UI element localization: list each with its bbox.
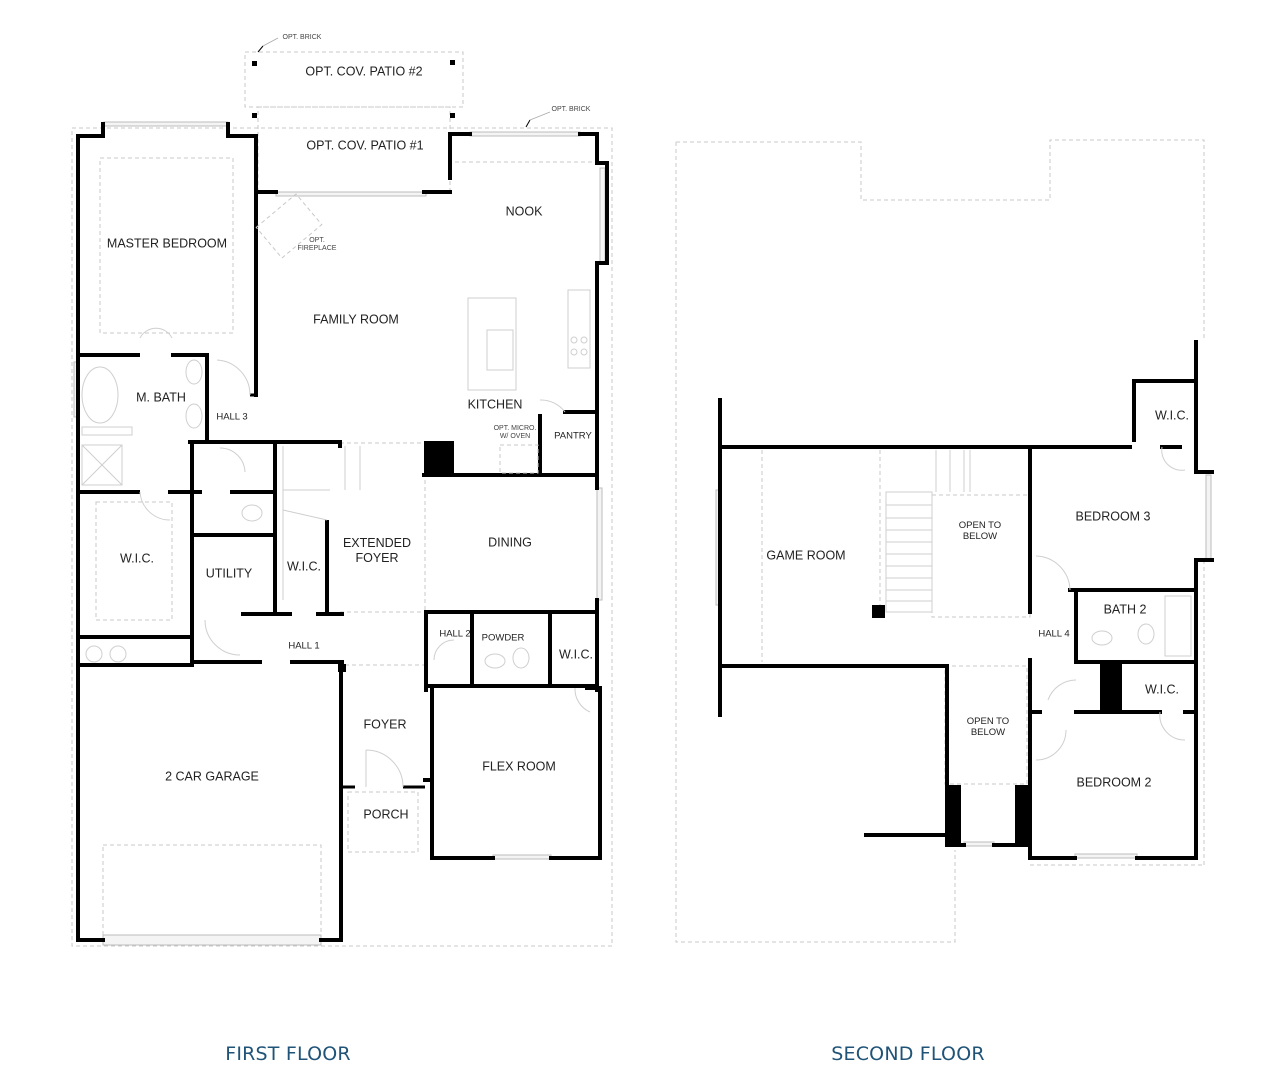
pantry-label: PANTRY bbox=[554, 430, 592, 442]
opt-cov-patio-1-label: OPT. COV. PATIO #1 bbox=[306, 138, 424, 153]
hall-4-label: HALL 4 bbox=[1038, 628, 1070, 640]
upstairs-wic-label: W.I.C. bbox=[1154, 408, 1190, 423]
game-room-label: GAME ROOM bbox=[766, 548, 846, 563]
bath-2-label: BATH 2 bbox=[1103, 602, 1147, 617]
open-to-below-label-1: OPEN TO BELOW bbox=[958, 520, 1002, 542]
garage-label: 2 CAR GARAGE bbox=[165, 769, 259, 784]
flex-room-label: FLEX ROOM bbox=[482, 759, 556, 774]
flex-wic-label: W.I.C. bbox=[558, 647, 594, 662]
master-wic-label: W.I.C. bbox=[119, 551, 155, 566]
porch-label: PORCH bbox=[363, 807, 409, 822]
first-floor-drawing bbox=[71, 37, 613, 947]
kitchen-label: KITCHEN bbox=[467, 397, 523, 412]
extended-foyer-label: EXTENDED FOYER bbox=[342, 536, 412, 565]
bedroom-2-label: BEDROOM 2 bbox=[1076, 775, 1152, 790]
opt-brick-label-2: OPT. BRICK bbox=[551, 106, 591, 113]
second-floor-drawing bbox=[675, 139, 1214, 943]
bedroom-2-wic-label: W.I.C. bbox=[1144, 682, 1180, 697]
hall-3-label: HALL 3 bbox=[216, 411, 248, 423]
foyer-label: FOYER bbox=[363, 717, 407, 732]
powder-label: POWDER bbox=[481, 632, 525, 644]
utility-label: UTILITY bbox=[205, 566, 253, 581]
nook-label: NOOK bbox=[505, 204, 543, 219]
m-bath-label: M. BATH bbox=[136, 390, 186, 405]
hall-1-label: HALL 1 bbox=[288, 640, 320, 652]
open-to-below-label-2: OPEN TO BELOW bbox=[966, 716, 1010, 738]
master-bedroom-label: MASTER BEDROOM bbox=[106, 236, 228, 251]
opt-brick-label-1: OPT. BRICK bbox=[282, 34, 322, 41]
opt-fireplace-label: OPT. FIREPLACE bbox=[297, 237, 337, 252]
dining-label: DINING bbox=[488, 535, 532, 550]
opt-cov-patio-2-label: OPT. COV. PATIO #2 bbox=[305, 64, 423, 79]
first-floor-title: FIRST FLOOR bbox=[225, 1043, 351, 1065]
bedroom-3-label: BEDROOM 3 bbox=[1075, 509, 1151, 524]
second-floor-title: SECOND FLOOR bbox=[831, 1043, 985, 1065]
opt-micro-oven-label: OPT. MICRO. W/ OVEN bbox=[493, 425, 537, 440]
foyer-wic-label: W.I.C. bbox=[286, 559, 322, 574]
family-room-label: FAMILY ROOM bbox=[313, 312, 399, 327]
hall-2-label: HALL 2 bbox=[439, 628, 471, 640]
